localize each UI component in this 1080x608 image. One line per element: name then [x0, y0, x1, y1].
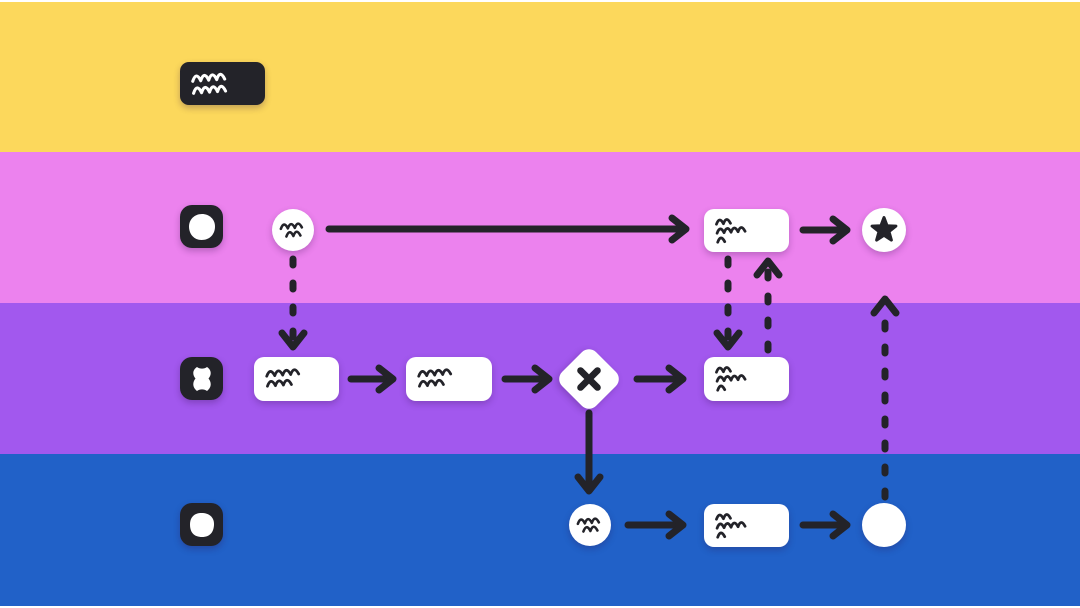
arrow-task-c-to-task-top — [753, 257, 783, 354]
decision-diamond — [555, 345, 623, 413]
scribble-lines-icon — [254, 357, 339, 401]
scribble-lines-icon — [406, 357, 492, 401]
arrowhead-icon — [574, 473, 604, 495]
lane-middle-badge — [180, 357, 223, 400]
note-circle — [569, 504, 611, 546]
arrowhead-icon — [713, 329, 743, 351]
x-mark-icon — [565, 355, 613, 403]
task-card-c — [704, 357, 789, 401]
arrow-start-to-task-top — [325, 214, 690, 244]
arrowhead-icon — [870, 295, 900, 317]
arrow-diamond-to-task-c — [633, 364, 687, 394]
arrowhead-icon — [668, 214, 690, 244]
arrowhead-icon — [829, 510, 851, 540]
task-card-a — [254, 357, 339, 401]
arrowhead-icon — [375, 364, 397, 394]
end-circle — [862, 503, 906, 547]
arrow-task-top-to-star — [799, 215, 851, 245]
title-card — [180, 62, 265, 105]
arrow-diamond-to-note — [574, 409, 604, 495]
blob-circle-icon — [180, 205, 223, 248]
task-card-b — [406, 357, 492, 401]
scribble-paragraph-icon — [704, 504, 789, 547]
lane-top-badge — [180, 205, 223, 248]
scribble-small-icon — [569, 504, 611, 546]
scribble-title-icon — [180, 62, 265, 105]
scribble-small-icon — [272, 209, 314, 251]
arrow-task-b-to-diamond — [501, 364, 553, 394]
arrowhead-icon — [278, 329, 308, 351]
arrow-task-top-to-task-c — [713, 255, 743, 351]
lane-bottom-badge — [180, 503, 223, 546]
scribble-paragraph-icon — [704, 209, 789, 252]
arrowhead-icon — [665, 364, 687, 394]
star-icon — [862, 208, 906, 252]
arrow-note-to-task-d — [624, 510, 687, 540]
blob-square-icon — [180, 503, 223, 546]
scribble-paragraph-icon — [704, 357, 789, 401]
arrowhead-icon — [829, 215, 851, 245]
task-card-top — [704, 209, 789, 252]
task-card-d — [704, 504, 789, 547]
arrowhead-icon — [753, 257, 783, 279]
arrow-task-d-to-end — [799, 510, 851, 540]
arrowhead-icon — [531, 364, 553, 394]
blob-pouch-icon — [180, 357, 223, 400]
goal-star-circle — [862, 208, 906, 252]
arrow-end-to-lane-top — [870, 295, 900, 501]
arrow-task-a-to-task-b — [347, 364, 397, 394]
arrow-start-to-task-a — [278, 255, 308, 351]
start-circle — [272, 209, 314, 251]
arrowhead-icon — [665, 510, 687, 540]
